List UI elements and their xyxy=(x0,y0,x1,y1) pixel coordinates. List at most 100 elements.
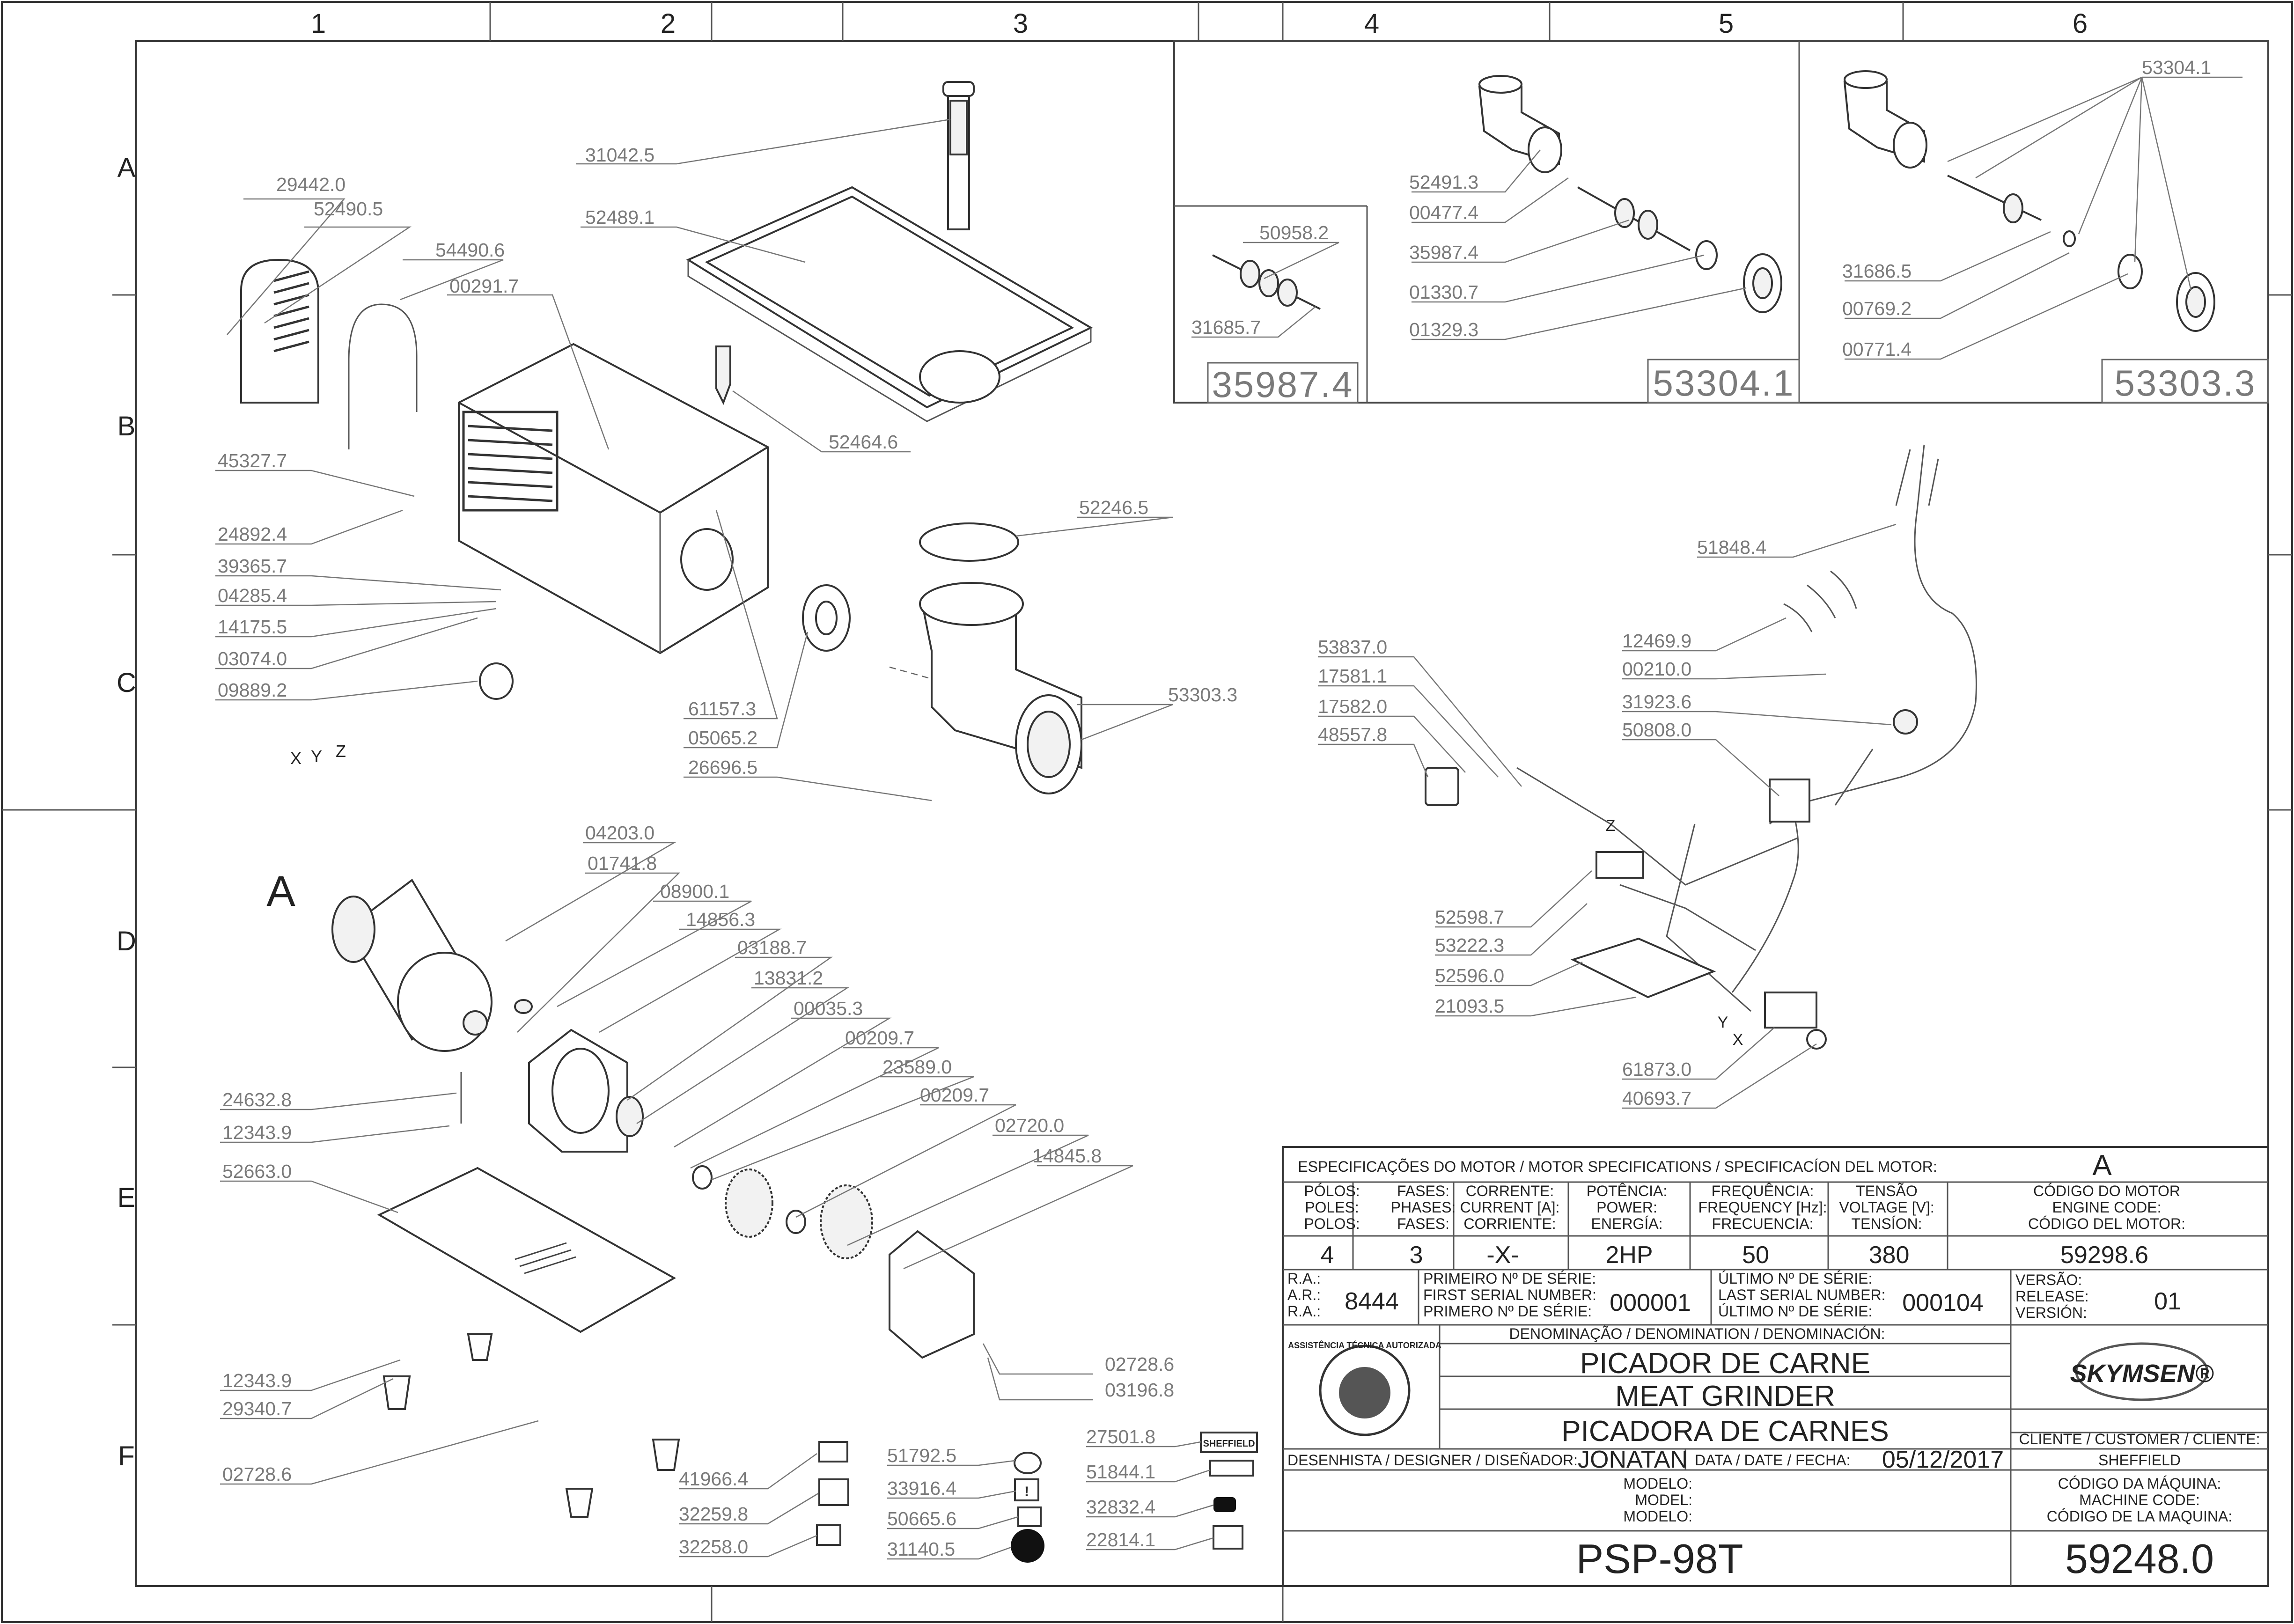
power-label: ENERGÍA: xyxy=(1591,1215,1663,1232)
last-serial-label: ÚLTIMO Nº DE SÉRIE: xyxy=(1718,1303,1872,1320)
part-label: 12469.9 xyxy=(1622,630,1691,652)
last-serial-value: 000104 xyxy=(1902,1289,1984,1316)
part-label: 52663.0 xyxy=(222,1161,292,1182)
product-name-pt: PICADOR DE CARNE xyxy=(1580,1347,1870,1380)
part-label: 12343.9 xyxy=(222,1122,292,1143)
last-serial-label: ÚLTIMO Nº DE SÉRIE: xyxy=(1718,1270,1872,1287)
ra-value: 8444 xyxy=(1345,1288,1399,1315)
wiring-letter-z: Z xyxy=(1606,817,1616,835)
part-label: 45327.7 xyxy=(218,450,287,471)
grid-col-1: 1 xyxy=(311,8,326,39)
part-label: 24892.4 xyxy=(218,523,287,545)
machine-code-label: CÓDIGO DA MÁQUINA: xyxy=(2058,1475,2221,1492)
part-label: 02728.6 xyxy=(222,1463,292,1485)
part-label: 53837.0 xyxy=(1318,636,1387,658)
part-label: 01329.3 xyxy=(1409,319,1478,340)
seal-text: ASSISTÊNCIA TÉCNICA AUTORIZADA xyxy=(1288,1340,1441,1350)
sub-assembly-code-53303-3: 53303.3 xyxy=(2115,362,2257,404)
motor-view-letter: A xyxy=(266,867,295,915)
wiring-letter-y: Y xyxy=(1718,1014,1728,1031)
part-label: 04203.0 xyxy=(585,822,654,844)
voltage-value: 380 xyxy=(1869,1242,1910,1269)
phases-label: PHASES: xyxy=(1391,1199,1456,1216)
voltage-label: TENSÃO xyxy=(1856,1183,1918,1199)
version-label: VERSIÓN: xyxy=(2015,1304,2087,1321)
part-label: 31923.6 xyxy=(1622,691,1691,713)
voltage-label: VOLTAGE [V]: xyxy=(1839,1199,1934,1216)
part-label: 39365.7 xyxy=(218,555,287,577)
designer-value: JONATAN xyxy=(1578,1446,1688,1473)
part-label: 22814.1 xyxy=(1086,1529,1155,1551)
ra-label: A.R.: xyxy=(1287,1286,1321,1303)
motor-spec-header: ESPECIFICAÇÕES DO MOTOR / MOTOR SPECIFIC… xyxy=(1298,1158,1937,1175)
part-label: 21093.5 xyxy=(1435,995,1504,1017)
grid-col-3: 3 xyxy=(1013,8,1028,39)
engine-code-label: ENGINE CODE: xyxy=(2052,1199,2162,1216)
poles-value: 4 xyxy=(1321,1242,1334,1269)
part-label: 52246.5 xyxy=(1079,497,1148,518)
leader-lines xyxy=(215,76,2243,1560)
part-label: 53222.3 xyxy=(1435,934,1504,956)
part-label: 32832.4 xyxy=(1086,1496,1155,1518)
skymsen-logo: SKYMSEN® xyxy=(2070,1342,2214,1401)
ra-label: R.A.: xyxy=(1287,1303,1321,1320)
frequency-label: FRECUENCIA: xyxy=(1712,1215,1814,1232)
brand-logo-text: SKYMSEN® xyxy=(2070,1359,2214,1388)
part-label: 14856.3 xyxy=(686,909,755,930)
model-label: MODEL: xyxy=(1635,1492,1692,1508)
machine-code-value: 59248.0 xyxy=(2065,1536,2214,1582)
gear-housing xyxy=(528,1029,628,1153)
engine-code-value: 59298.6 xyxy=(2060,1242,2148,1269)
current-label: CORRIENTE: xyxy=(1463,1215,1556,1232)
frequency-value: 50 xyxy=(1742,1242,1769,1269)
part-label: 08900.1 xyxy=(660,881,729,902)
product-name-es: PICADORA DE CARNES xyxy=(1561,1415,1889,1448)
motor-spec-letter: A xyxy=(2092,1149,2112,1182)
part-label: 05065.2 xyxy=(688,727,757,749)
part-label: 03074.0 xyxy=(218,648,287,669)
part-label: 51848.4 xyxy=(1697,536,1766,558)
grid-row-E: E xyxy=(118,1183,136,1213)
phases-value: 3 xyxy=(1410,1242,1423,1269)
part-label: 31686.5 xyxy=(1842,260,1912,282)
part-label: 29340.7 xyxy=(222,1398,292,1419)
part-label: 52596.0 xyxy=(1435,965,1504,986)
version-value: 01 xyxy=(2154,1288,2181,1315)
part-label: 52464.6 xyxy=(829,431,898,453)
product-name-en: MEAT GRINDER xyxy=(1615,1380,1835,1412)
date-label: DATA / DATE / FECHA: xyxy=(1695,1452,1850,1469)
poles-label: POLES: xyxy=(1305,1199,1359,1216)
current-value: -X- xyxy=(1486,1242,1519,1269)
phases-label: FASES: xyxy=(1397,1183,1449,1199)
machine-code-label: CÓDIGO DE LA MAQUINA: xyxy=(2047,1508,2233,1525)
part-label: 35987.4 xyxy=(1409,242,1478,263)
grid-column-labels: 1 2 3 4 5 6 xyxy=(311,8,2088,39)
power-label: POWER: xyxy=(1596,1199,1657,1216)
part-label: 29442.0 xyxy=(276,174,346,195)
part-label: 01330.7 xyxy=(1409,281,1478,303)
part-label: 31140.5 xyxy=(887,1538,955,1560)
version-label: VERSÃO: xyxy=(2015,1271,2082,1288)
part-label: 00209.7 xyxy=(845,1027,914,1049)
model-label: MODELO: xyxy=(1623,1475,1692,1492)
sub-assembly-code-35987-4: 35987.4 xyxy=(1212,364,1354,405)
part-label: 04285.4 xyxy=(218,585,287,606)
part-label: 00477.4 xyxy=(1409,202,1478,223)
motor-axis-z: Z xyxy=(336,742,346,761)
part-label: 52491.3 xyxy=(1409,171,1478,193)
poles-label: POLOS: xyxy=(1304,1215,1360,1232)
part-label: 51792.5 xyxy=(887,1445,956,1466)
part-illustrations: ! SHEFFIELD xyxy=(240,70,2215,1563)
first-serial-label: FIRST SERIAL NUMBER: xyxy=(1423,1286,1596,1303)
part-label: 41966.4 xyxy=(679,1468,748,1490)
current-label: CURRENT [A]: xyxy=(1460,1199,1560,1216)
part-label: 00210.0 xyxy=(1622,658,1691,680)
part-label: 24632.8 xyxy=(222,1089,292,1110)
power-label: POTÊNCIA: xyxy=(1587,1183,1667,1199)
part-label: 50665.6 xyxy=(887,1508,956,1529)
part-label: 31685.7 xyxy=(1191,316,1261,338)
sub-assembly-code-53304-1: 53304.1 xyxy=(1653,362,1795,404)
customer-value: SHEFFIELD xyxy=(2098,1452,2181,1469)
technical-assistance-seal: ASSISTÊNCIA TÉCNICA AUTORIZADA xyxy=(1288,1340,1441,1436)
part-label: 52489.1 xyxy=(585,206,654,228)
